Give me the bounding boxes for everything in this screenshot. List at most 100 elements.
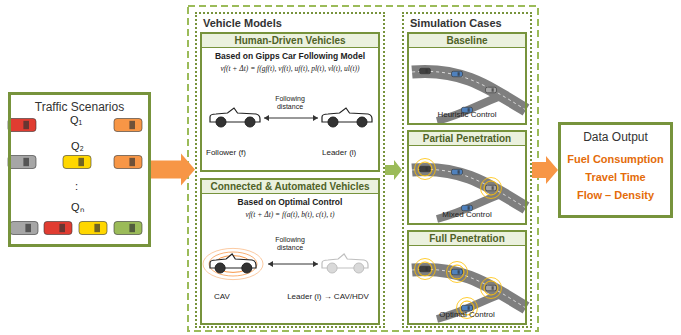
node-heading: Human-Driven Vehicles	[202, 34, 378, 48]
car-window	[23, 158, 29, 166]
car-window	[94, 224, 100, 232]
car-window	[78, 158, 84, 166]
node-text: Following distance	[265, 95, 315, 111]
car-icon	[420, 68, 431, 74]
car-window	[426, 69, 428, 73]
flow-arrow	[151, 154, 195, 186]
node-heading: Baseline	[409, 34, 525, 48]
road	[412, 71, 526, 110]
signal-ring	[481, 278, 502, 299]
car-window	[468, 206, 470, 210]
signal-ring	[415, 159, 436, 180]
node-text: vf(t + Δt) = f(a(t), b(t), c(t), t)	[204, 210, 376, 219]
car-icon	[8, 119, 36, 132]
distance-line	[268, 264, 318, 265]
case-box: BaselineHeuristic Control	[407, 32, 527, 125]
car-window	[129, 224, 135, 232]
car-icon	[462, 205, 473, 211]
signal-ring	[450, 265, 464, 279]
car-icon	[420, 166, 431, 172]
car-wheel	[215, 263, 225, 273]
car-wheel	[216, 117, 226, 127]
node-heading: Partial Penetration	[409, 132, 525, 146]
signal-ring	[481, 178, 502, 199]
car-icon	[420, 266, 431, 272]
node-heading: Simulation Cases	[410, 17, 525, 30]
node-heading: Data Output	[561, 130, 670, 144]
car-window	[426, 267, 428, 271]
car-icon	[452, 71, 463, 77]
car-icon	[114, 222, 142, 235]
signal-ring	[418, 162, 432, 176]
queue-label: Qₙ	[71, 201, 84, 213]
car-wheel	[328, 117, 338, 127]
model-box: Connected & Automated VehiclesBased on O…	[200, 178, 380, 325]
car-wheel	[357, 117, 367, 127]
node-text: Follower (f)	[206, 148, 276, 158]
outer-dashed-frame	[188, 6, 538, 331]
node-heading: Connected & Automated Vehicles	[202, 180, 378, 194]
car-icon	[114, 156, 142, 169]
node-text: Following distance	[265, 236, 315, 252]
node-text: Optimal Control	[409, 310, 525, 320]
node-text: Heuristic Control	[409, 110, 525, 120]
node-text: Leader (l)	[322, 148, 376, 158]
car-icon	[79, 222, 107, 235]
car-window	[59, 224, 65, 232]
node-text: Travel Time	[561, 171, 670, 184]
car-window	[458, 72, 460, 76]
car-icon	[452, 269, 463, 275]
car-window	[129, 121, 135, 129]
node-text: Based on Gipps Car Following Model	[204, 51, 376, 61]
group-box: Vehicle ModelsHuman-Driven VehiclesBased…	[195, 12, 385, 328]
car-window	[492, 186, 494, 190]
car-wheel	[354, 263, 364, 273]
distance-head	[264, 115, 318, 121]
car-icon	[114, 119, 142, 132]
queue-label: Q₁	[70, 114, 82, 126]
distance-line	[264, 118, 318, 119]
node-text: Mixed Control	[409, 210, 525, 220]
case-box: Partial PenetrationMixed Control	[407, 130, 527, 225]
car-window	[129, 158, 135, 166]
car-window	[426, 167, 428, 171]
signal-ring	[447, 262, 468, 283]
flow-arrow	[532, 156, 558, 184]
car-icon	[44, 222, 72, 235]
signal-ring	[484, 281, 498, 295]
car-icon	[486, 185, 497, 191]
car-icon	[486, 87, 497, 93]
car-window	[492, 286, 494, 290]
node-heading: Full Penetration	[409, 232, 525, 246]
car-icon	[452, 169, 463, 175]
car-window	[458, 270, 460, 274]
car-window	[23, 121, 29, 129]
queue-label: Q₂	[71, 140, 84, 152]
model-box: Human-Driven VehiclesBased on Gipps Car …	[200, 32, 380, 172]
node-text: Based on Optimal Control	[204, 197, 376, 207]
signal-arc	[203, 248, 263, 279]
car-icon	[8, 156, 36, 169]
car-icon	[486, 285, 497, 291]
car-wheel	[327, 263, 337, 273]
lane-mark	[412, 71, 526, 110]
car-icon	[10, 222, 38, 235]
car-window	[468, 306, 470, 310]
car-window	[492, 88, 494, 92]
signal-ring	[415, 259, 436, 280]
node-text: Flow – Density	[561, 189, 670, 202]
car-icon	[462, 305, 473, 311]
signal-ring	[484, 181, 498, 195]
case-box: Full PenetrationOptimal Control	[407, 230, 527, 325]
node-text: Leader (l) → CAV/HDV	[280, 292, 376, 302]
signal-arc	[209, 252, 257, 276]
node-heading: Vehicle Models	[203, 17, 373, 30]
queue-label: :	[75, 180, 78, 192]
group-box: Simulation CasesBaselineHeuristic Contro…	[402, 12, 532, 328]
distance-head	[268, 261, 318, 267]
signal-ring	[418, 262, 432, 276]
car-wheel	[245, 117, 255, 127]
node-text: vf(t + Δt) = f(gf(t), vf(t), uf(t), pl(t…	[204, 64, 376, 73]
